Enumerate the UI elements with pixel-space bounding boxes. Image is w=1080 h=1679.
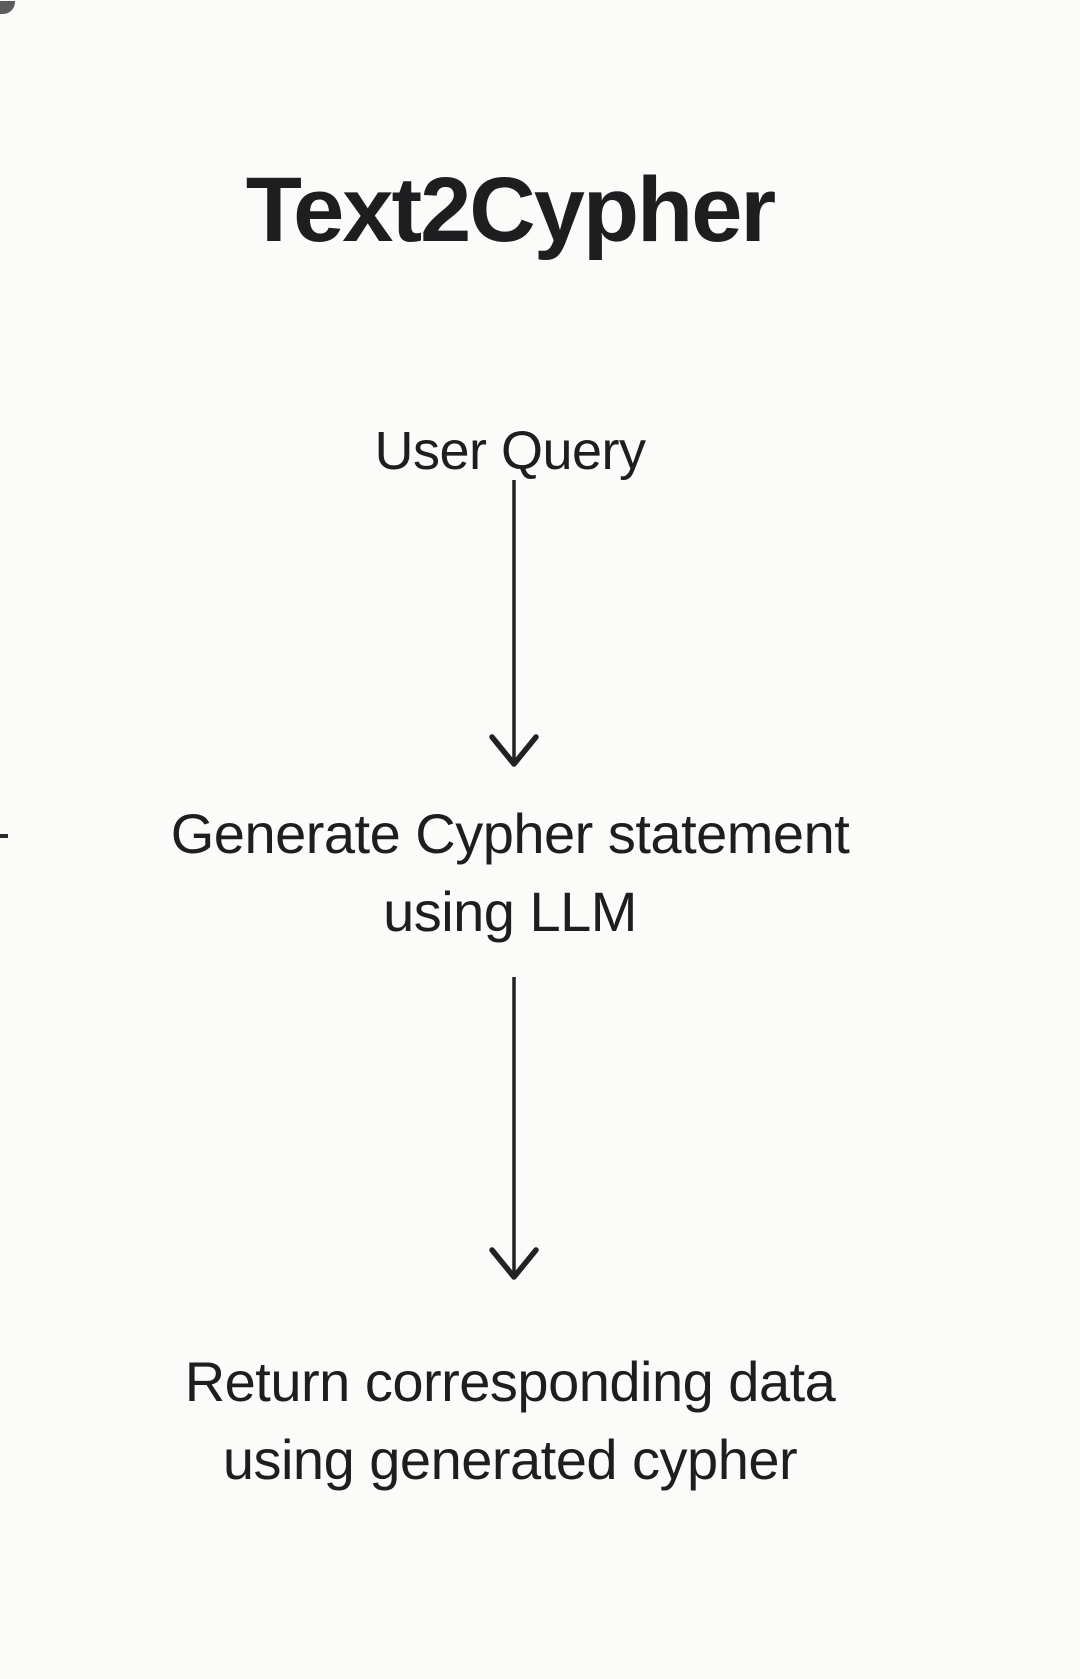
node-return-data-line-1: Return corresponding data	[184, 1350, 836, 1413]
node-user-query: User Query	[0, 424, 1020, 478]
node-generate-cypher: Generate Cypher statement using LLM	[0, 795, 1020, 951]
node-generate-cypher-line-1: Generate Cypher statement	[170, 802, 850, 865]
node-generate-cypher-line-2: using LLM	[383, 880, 637, 943]
corner-artifact	[0, 1, 15, 14]
diagram-title: Text2Cypher	[245, 159, 776, 261]
down-arrow-icon	[489, 480, 539, 767]
down-arrow-icon	[489, 977, 539, 1280]
node-user-query-text: User Query	[374, 421, 646, 481]
left-edge-artifact	[0, 834, 8, 838]
node-return-data-line-2: using generated cypher	[222, 1428, 798, 1491]
node-return-data: Return corresponding data using generate…	[0, 1343, 1020, 1499]
